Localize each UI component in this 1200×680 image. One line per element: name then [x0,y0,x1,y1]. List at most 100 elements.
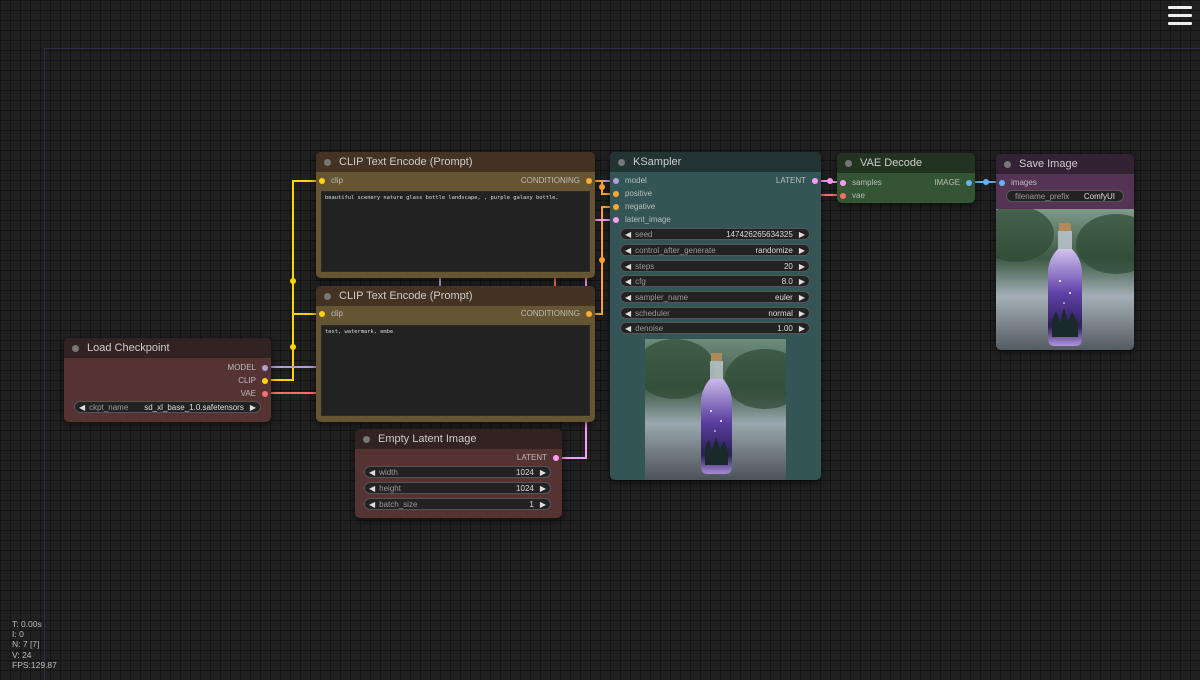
node-title-bar[interactable]: VAE Decode [837,153,975,173]
arrow-left-icon[interactable]: ◀ [625,229,632,239]
input-slot-samples[interactable]: samples [840,176,882,189]
output-slot-clip[interactable]: CLIP [238,374,268,387]
output-slot-vae[interactable]: VAE [241,387,268,400]
arrow-right-icon[interactable]: ▶ [798,261,805,271]
node-empty-latent-image[interactable]: Empty Latent Image LATENT ◀ width 1024 ▶… [355,429,562,518]
arrow-left-icon[interactable]: ◀ [625,261,632,271]
node-title-bar[interactable]: CLIP Text Encode (Prompt) [316,286,595,306]
filename-prefix-text-widget[interactable]: filename_prefix ComfyUI [1006,190,1124,202]
input-slot-images[interactable]: images [999,176,1037,189]
latent-socket-icon[interactable] [553,454,559,461]
arrow-right-icon[interactable]: ▶ [539,499,546,509]
arrow-right-icon[interactable]: ▶ [798,276,805,286]
node-title-bar[interactable]: KSampler [610,152,821,172]
widget-value: 1024 [516,483,534,493]
node-load-checkpoint[interactable]: Load Checkpoint MODEL CLIP VAE ◀ ckpt_na… [64,338,271,422]
collapse-dot-icon[interactable] [1004,160,1011,168]
input-slot-model[interactable]: model [613,174,647,187]
arrow-right-icon[interactable]: ▶ [798,323,805,333]
input-slot-vae[interactable]: vae [840,189,865,202]
slot-label: samples [852,178,882,187]
ckpt-name-combo[interactable]: ◀ ckpt_name sd_xl_base_1.0.safetensors ▶ [74,401,261,413]
arrow-left-icon[interactable]: ◀ [369,499,376,509]
vae-socket-icon[interactable] [262,390,268,397]
collapse-dot-icon[interactable] [845,159,852,167]
arrow-left-icon[interactable]: ◀ [625,308,632,318]
collapse-dot-icon[interactable] [618,158,625,166]
arrow-right-icon[interactable]: ▶ [798,229,805,239]
node-title-bar[interactable]: CLIP Text Encode (Prompt) [316,152,595,172]
conditioning-socket-icon[interactable] [586,177,592,184]
output-slot-conditioning[interactable]: CONDITIONING [521,307,592,320]
collapse-dot-icon[interactable] [324,158,331,166]
conditioning-socket-icon[interactable] [586,310,592,317]
input-slot-positive[interactable]: positive [613,187,652,200]
model-socket-icon[interactable] [262,364,268,371]
cfg-number-widget[interactable]: ◀ cfg 8.0 ▶ [620,275,810,287]
control-after-generate-combo[interactable]: ◀ control_after_generate randomize ▶ [620,244,810,256]
image-socket-icon[interactable] [966,179,972,186]
output-slot-latent[interactable]: LATENT [517,451,559,464]
arrow-right-icon[interactable]: ▶ [798,308,805,318]
latent-socket-icon[interactable] [840,179,846,186]
conditioning-socket-icon[interactable] [613,190,619,197]
clip-socket-icon[interactable] [319,310,325,317]
output-slot-image[interactable]: IMAGE [934,176,972,189]
arrow-left-icon[interactable]: ◀ [625,245,632,255]
node-vae-decode[interactable]: VAE Decode samples vae IMAGE [837,153,975,203]
conditioning-socket-icon[interactable] [613,203,619,210]
hamburger-menu-icon[interactable] [1168,6,1192,28]
widget-value: 1.00 [777,323,793,333]
image-socket-icon[interactable] [999,179,1005,186]
arrow-left-icon[interactable]: ◀ [625,276,632,286]
node-title-bar[interactable]: Load Checkpoint [64,338,271,358]
node-title-bar[interactable]: Empty Latent Image [355,429,562,449]
model-socket-icon[interactable] [613,177,619,184]
height-number-widget[interactable]: ◀ height 1024 ▶ [364,482,551,494]
arrow-left-icon[interactable]: ◀ [79,402,86,412]
arrow-right-icon[interactable]: ▶ [798,245,805,255]
scheduler-combo[interactable]: ◀ scheduler normal ▶ [620,307,810,319]
widget-label: denoise [635,323,664,333]
vae-socket-icon[interactable] [840,192,846,199]
node-title-bar[interactable]: Save Image [996,154,1134,174]
latent-socket-icon[interactable] [812,177,818,184]
output-slot-conditioning[interactable]: CONDITIONING [521,174,592,187]
input-slot-latent-image[interactable]: latent_image [613,213,671,226]
width-number-widget[interactable]: ◀ width 1024 ▶ [364,466,551,478]
denoise-number-widget[interactable]: ◀ denoise 1.00 ▶ [620,322,810,334]
node-ksampler[interactable]: KSampler model positive negative latent_… [610,152,821,480]
collapse-dot-icon[interactable] [72,344,79,352]
arrow-right-icon[interactable]: ▶ [249,402,256,412]
arrow-left-icon[interactable]: ◀ [625,323,632,333]
clip-socket-icon[interactable] [262,377,268,384]
output-slot-model[interactable]: MODEL [228,361,268,374]
batch-size-number-widget[interactable]: ◀ batch_size 1 ▶ [364,498,551,510]
node-clip-text-encode-positive[interactable]: CLIP Text Encode (Prompt) clip CONDITION… [316,152,595,278]
clip-socket-icon[interactable] [319,177,325,184]
arrow-right-icon[interactable]: ▶ [539,467,546,477]
steps-number-widget[interactable]: ◀ steps 20 ▶ [620,260,810,272]
prompt-textarea[interactable]: text, watermark, embe [321,325,590,416]
collapse-dot-icon[interactable] [363,435,370,443]
arrow-left-icon[interactable]: ◀ [369,483,376,493]
latent-socket-icon[interactable] [613,216,619,223]
sampler-name-combo[interactable]: ◀ sampler_name euler ▶ [620,291,810,303]
arrow-right-icon[interactable]: ▶ [798,292,805,302]
node-save-image[interactable]: Save Image images filename_prefix ComfyU… [996,154,1134,350]
collapse-dot-icon[interactable] [324,292,331,300]
node-title: Empty Latent Image [378,433,477,445]
stat-fps: FPS:129.87 [12,659,57,670]
output-slot-latent[interactable]: LATENT [776,174,818,187]
input-slot-negative[interactable]: negative [613,200,655,213]
arrow-left-icon[interactable]: ◀ [369,467,376,477]
node-clip-text-encode-negative[interactable]: CLIP Text Encode (Prompt) clip CONDITION… [316,286,595,422]
input-slot-clip[interactable]: clip [319,174,343,187]
seed-number-widget[interactable]: ◀ seed 147426265634325 ▶ [620,228,810,240]
input-slot-clip[interactable]: clip [319,307,343,320]
slot-label: clip [331,309,344,318]
arrow-left-icon[interactable]: ◀ [625,292,632,302]
prompt-textarea[interactable]: beautiful scenery nature glass bottle la… [321,191,590,272]
arrow-right-icon[interactable]: ▶ [539,483,546,493]
